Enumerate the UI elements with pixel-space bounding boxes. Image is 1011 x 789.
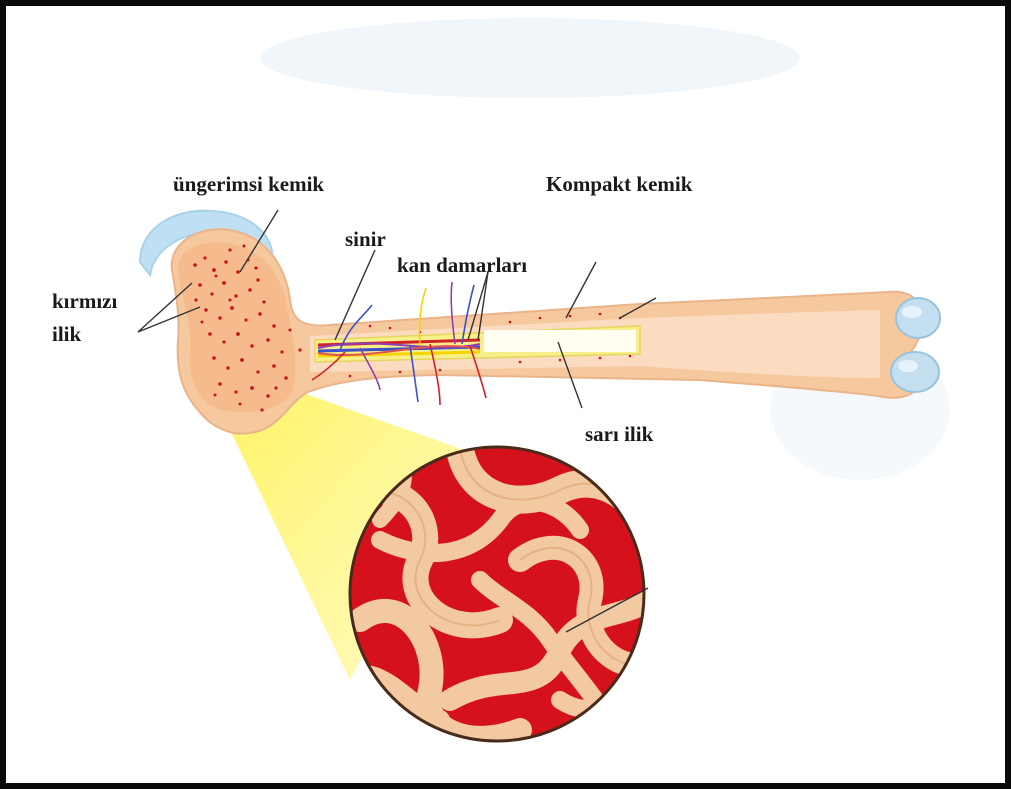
label-blood-vessels: kan damarları	[397, 253, 527, 277]
label-spongy-bone: üngerimsi kemik	[173, 172, 324, 196]
label-red-marrow-line1: kırmızı	[52, 289, 117, 313]
label-nerve: sinir	[345, 227, 386, 251]
label-compact-bone: Kompakt kemik	[546, 172, 693, 196]
label-yellow-marrow: sarı ilik	[585, 422, 654, 446]
background-blob	[260, 18, 800, 98]
label-red-marrow-line2: ilik	[52, 322, 82, 346]
